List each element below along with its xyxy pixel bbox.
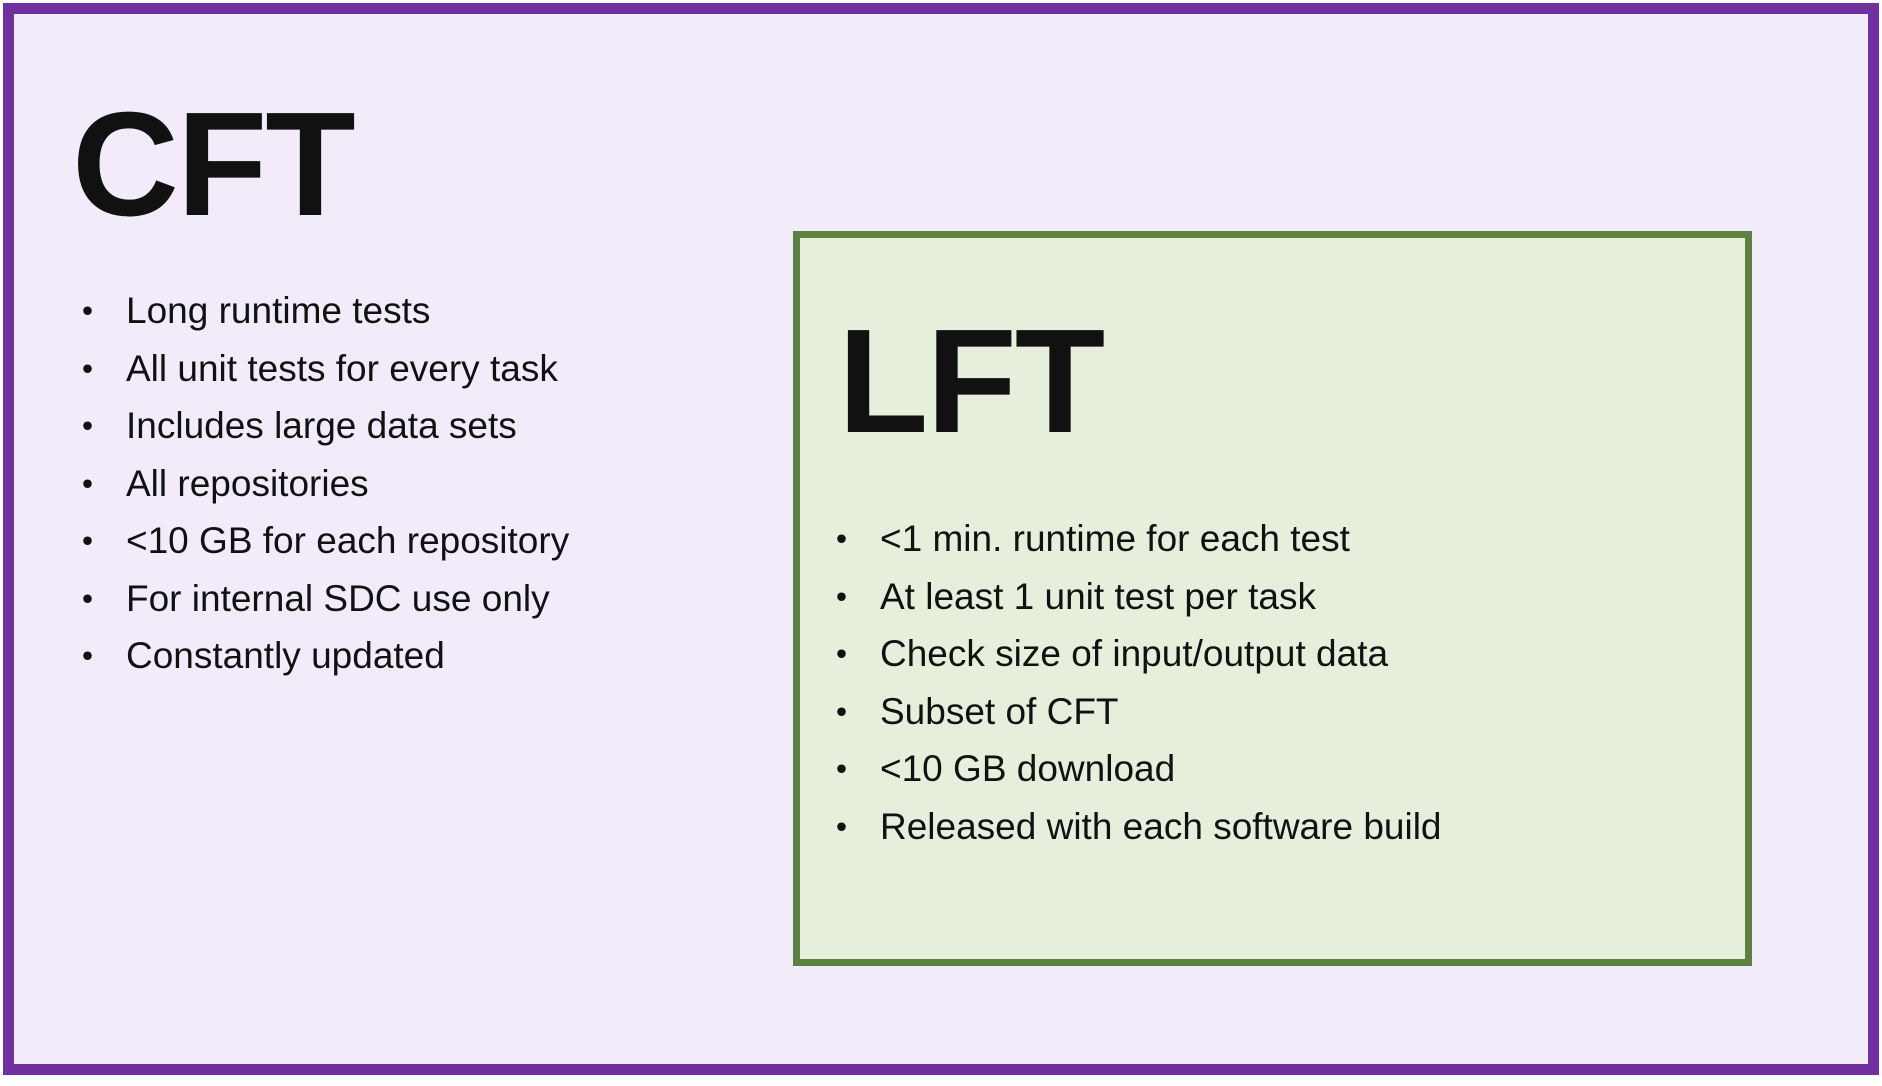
bullet-item: At least 1 unit test per task bbox=[826, 568, 1442, 626]
bullet-item: Released with each software build bbox=[826, 798, 1442, 856]
bullet-item: Subset of CFT bbox=[826, 683, 1442, 741]
lft-bullet-list: <1 min. runtime for each testAt least 1 … bbox=[826, 510, 1442, 855]
bullet-item: Long runtime tests bbox=[72, 282, 569, 340]
bullet-item: Check size of input/output data bbox=[826, 625, 1442, 683]
bullet-item: All repositories bbox=[72, 455, 569, 513]
bullet-item: Includes large data sets bbox=[72, 397, 569, 455]
bullet-item: <10 GB download bbox=[826, 740, 1442, 798]
slide-canvas: CFT Long runtime testsAll unit tests for… bbox=[3, 3, 1879, 1075]
bullet-item: Constantly updated bbox=[72, 627, 569, 685]
bullet-item: All unit tests for every task bbox=[72, 340, 569, 398]
cft-bullet-list: Long runtime testsAll unit tests for eve… bbox=[72, 282, 569, 685]
lft-box: LFT <1 min. runtime for each testAt leas… bbox=[793, 231, 1752, 966]
lft-title: LFT bbox=[838, 299, 1105, 464]
bullet-item: For internal SDC use only bbox=[72, 570, 569, 628]
bullet-item: <1 min. runtime for each test bbox=[826, 510, 1442, 568]
cft-title: CFT bbox=[72, 82, 356, 247]
bullet-item: <10 GB for each repository bbox=[72, 512, 569, 570]
